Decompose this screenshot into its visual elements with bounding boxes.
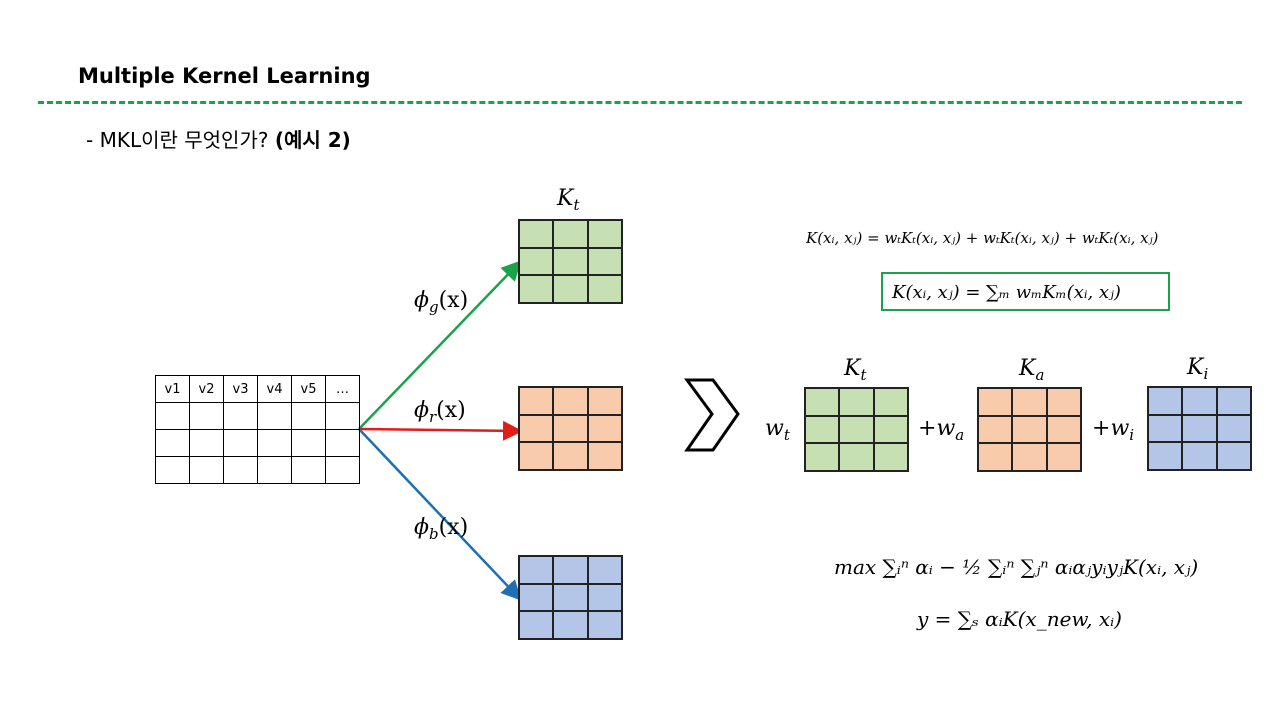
expanded-kernel-formula: K(xᵢ, xⱼ) = wₜKₜ(xᵢ, xⱼ) + wₜKₜ(xᵢ, xⱼ) …	[806, 229, 1159, 247]
kernel-matrix-orange	[518, 386, 623, 471]
combo-kernel-label-a: Ka	[1019, 356, 1045, 384]
column-header: …	[325, 375, 360, 403]
arrow-red	[358, 420, 523, 441]
table-row	[155, 402, 360, 430]
combo-kernel-label-t: Kt	[844, 356, 867, 384]
combo-kernel-matrix-orange	[977, 387, 1082, 472]
mapping-label-r: ϕr(x)	[414, 398, 466, 426]
combo-kernel-label-i: Ki	[1187, 355, 1209, 383]
weight-label-t: wt	[765, 416, 790, 444]
kernel-matrix-green	[518, 219, 623, 304]
boxed-kernel-formula: K(xᵢ, xⱼ) = ∑ₘ wₘKₘ(xᵢ, xⱼ)	[892, 282, 1121, 303]
slide-title: Multiple Kernel Learning	[78, 64, 371, 88]
boxed-formula-frame	[881, 272, 1170, 311]
column-header: v3	[223, 375, 258, 403]
subtitle-bold: (예시 2)	[274, 128, 351, 152]
column-header: v5	[291, 375, 326, 403]
table-row	[155, 429, 360, 457]
kernel-matrix-blue	[518, 555, 623, 640]
kernel-label-top: Kt	[557, 186, 580, 214]
weight-label-i: +wi	[1092, 416, 1135, 444]
weight-label-a: +wa	[918, 416, 965, 444]
chevron-right-icon	[684, 378, 740, 452]
arrow-green	[358, 260, 522, 430]
combo-kernel-matrix-blue	[1147, 386, 1252, 471]
arrow-blue	[358, 428, 522, 601]
prediction-formula: y = ∑ₛ αᵢK(x_new, xᵢ)	[917, 607, 1122, 631]
feature-table: v1 v2 v3 v4 v5 …	[155, 375, 360, 484]
column-header: v1	[155, 375, 190, 403]
mapping-label-g: ϕg(x)	[414, 288, 469, 316]
subtitle-text: - MKL이란 무엇인가?	[86, 128, 275, 152]
combo-kernel-matrix-green	[804, 387, 909, 472]
table-header-row: v1 v2 v3 v4 v5 …	[155, 375, 360, 403]
title-divider	[38, 101, 1242, 104]
optimization-formula: max ∑ᵢⁿ αᵢ − ½ ∑ᵢⁿ ∑ⱼⁿ αᵢαⱼyᵢyⱼK(xᵢ, xⱼ)	[834, 555, 1199, 579]
table-row	[155, 456, 360, 484]
mapping-label-b: ϕb(x)	[414, 515, 469, 543]
column-header: v2	[189, 375, 224, 403]
slide-subtitle: - MKL이란 무엇인가? (예시 2)	[86, 124, 351, 153]
column-header: v4	[257, 375, 292, 403]
